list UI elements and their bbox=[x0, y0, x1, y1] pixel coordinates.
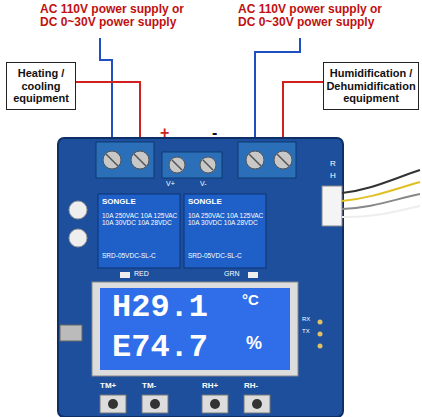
pin-name: H bbox=[330, 172, 340, 181]
pin-name: TX bbox=[302, 328, 316, 335]
pin-name: R bbox=[330, 160, 340, 169]
equipment-box: Humidification / Dehumidification equipm… bbox=[323, 62, 419, 110]
terminal-block bbox=[96, 142, 296, 178]
lcd-unit: °C bbox=[242, 292, 272, 309]
power-note: AC 110V power supply or DC 0~30V power s… bbox=[238, 3, 388, 29]
button-label: RH+ bbox=[202, 382, 232, 391]
lcd-frame bbox=[92, 282, 298, 376]
relay bbox=[98, 194, 180, 268]
sensor-connector bbox=[322, 186, 342, 226]
button-label: TM+ bbox=[100, 382, 130, 391]
polarity-mark: - bbox=[212, 124, 224, 142]
wire bbox=[255, 38, 300, 142]
box-text: Heating / cooling equipment bbox=[10, 67, 72, 105]
relay-rating: 10A 250VAC 10A 125VAC 10A 30VDC 10A 28VD… bbox=[102, 212, 178, 226]
pcb bbox=[58, 138, 343, 417]
button-label: TM- bbox=[142, 382, 172, 391]
relay-brand: SONGLE bbox=[102, 198, 172, 207]
lcd-screen bbox=[100, 288, 290, 370]
relay-model: SRD-05VDC-SL-C bbox=[188, 252, 264, 259]
push-button bbox=[100, 395, 270, 413]
equipment-box: Heating / cooling equipment bbox=[6, 62, 76, 110]
wire bbox=[283, 82, 323, 142]
usb-port bbox=[60, 325, 82, 341]
lcd-unit: % bbox=[246, 334, 276, 354]
wire bbox=[76, 82, 140, 142]
relay-brand: SONGLE bbox=[188, 198, 258, 207]
polarity-mark: + bbox=[160, 124, 172, 142]
pin-name: V+ bbox=[166, 180, 186, 188]
relay-rating: 10A 250VAC 10A 125VAC 10A 30VDC 10A 28VD… bbox=[188, 212, 264, 226]
pin-name: V- bbox=[200, 180, 220, 188]
wire bbox=[100, 38, 112, 142]
relay bbox=[184, 194, 266, 268]
led-label: RED bbox=[134, 270, 164, 278]
relay-model: SRD-05VDC-SL-C bbox=[102, 252, 178, 259]
led-label: GRN bbox=[224, 270, 246, 278]
button-label: RH- bbox=[244, 382, 274, 391]
power-note: AC 110V power supply or DC 0~30V power s… bbox=[40, 3, 190, 29]
lcd-reading: E74.7 bbox=[112, 330, 232, 365]
box-text: Humidification / Dehumidification equipm… bbox=[326, 67, 415, 105]
lcd-reading: H29.1 bbox=[112, 290, 232, 325]
pin-name: RX bbox=[302, 316, 316, 323]
